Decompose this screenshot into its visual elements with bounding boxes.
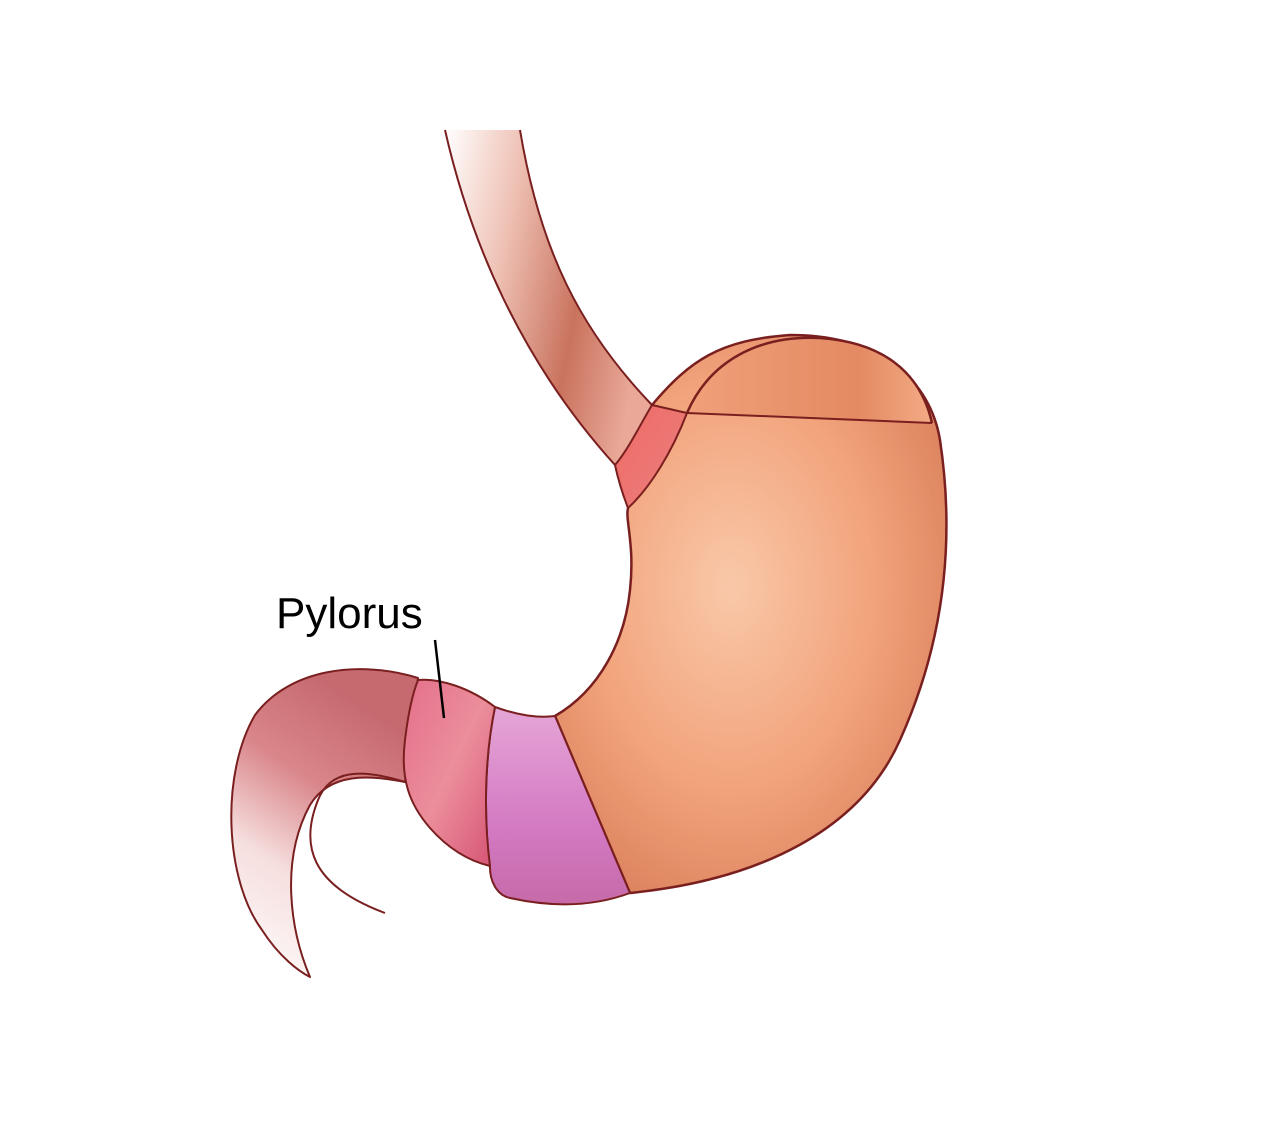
pylorus-leader-line [433, 639, 446, 719]
duodenum-inner-curve [309, 772, 406, 914]
fundus-outline [685, 336, 934, 424]
duodenum [230, 668, 419, 978]
esophagus-outline-left [444, 129, 616, 466]
fundus-boundary [686, 412, 933, 424]
esophagus-outline-right [519, 129, 653, 406]
pylorus [402, 678, 496, 867]
fundus [687, 337, 932, 423]
esophagus [445, 130, 662, 465]
pylorus-label: Pylorus [276, 589, 423, 638]
cardia [614, 404, 688, 509]
